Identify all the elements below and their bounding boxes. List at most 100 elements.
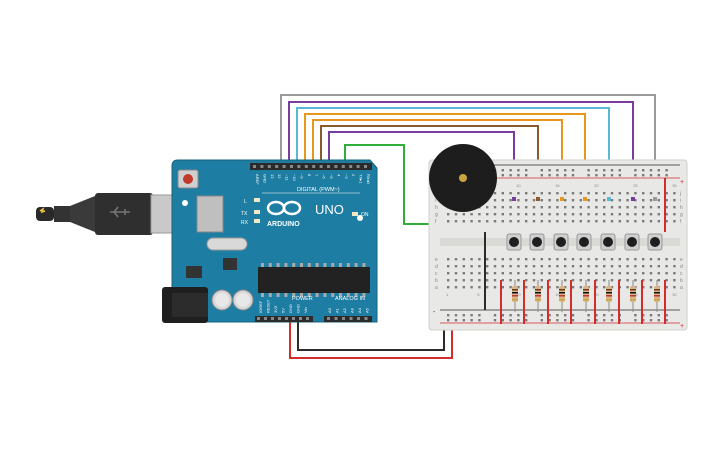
digital-pin-hole[interactable] bbox=[282, 165, 286, 168]
breadboard-hole bbox=[649, 265, 653, 268]
digital-pin-hole[interactable] bbox=[312, 165, 316, 168]
resistor-band bbox=[512, 292, 518, 294]
digital-pin-hole[interactable] bbox=[297, 165, 301, 168]
resistor-band bbox=[654, 292, 660, 294]
breadboard-hole bbox=[525, 220, 528, 223]
breadboard-hole bbox=[486, 272, 489, 275]
push-button[interactable] bbox=[529, 233, 545, 251]
digital-pin-label: TX▸1 bbox=[359, 174, 364, 184]
digital-pin-hole[interactable] bbox=[260, 165, 264, 168]
analog-pin-hole[interactable] bbox=[364, 317, 368, 320]
power-pin-hole[interactable] bbox=[299, 317, 302, 320]
rail-hole bbox=[540, 314, 543, 317]
resistor-band bbox=[512, 299, 518, 301]
breadboard-hole bbox=[626, 206, 629, 209]
digital-pin-hole[interactable] bbox=[356, 165, 360, 168]
wire-black-gnd[interactable] bbox=[297, 318, 445, 351]
breadboard-hole bbox=[642, 265, 645, 268]
push-button[interactable] bbox=[624, 233, 640, 251]
rail-hole bbox=[454, 314, 458, 317]
breadboard-hole bbox=[618, 265, 621, 268]
led-l bbox=[254, 198, 260, 202]
rail-hole bbox=[642, 169, 645, 172]
analog-pin-hole[interactable] bbox=[349, 317, 353, 320]
breadboard-hole bbox=[447, 220, 450, 223]
wire-purple-outer[interactable] bbox=[288, 101, 634, 200]
wire-red-power[interactable] bbox=[289, 318, 453, 359]
push-button[interactable] bbox=[647, 233, 663, 251]
breadboard-hole bbox=[665, 258, 668, 261]
resistor-band bbox=[630, 295, 636, 297]
resistor-band bbox=[535, 292, 541, 294]
resistor[interactable] bbox=[630, 286, 636, 302]
power-pin-hole[interactable] bbox=[271, 317, 274, 320]
digital-pin-hole[interactable] bbox=[275, 165, 279, 168]
wire-green[interactable] bbox=[344, 144, 445, 225]
breadboard-hole bbox=[642, 206, 645, 209]
digital-pin-hole[interactable] bbox=[364, 165, 367, 168]
breadboard-hole bbox=[642, 192, 645, 195]
piezo-buzzer[interactable] bbox=[429, 144, 497, 212]
wire-cyan[interactable] bbox=[296, 107, 610, 200]
power-pin-label: 3V3 bbox=[273, 305, 278, 313]
rail-hole bbox=[657, 314, 660, 317]
push-button[interactable] bbox=[576, 233, 592, 251]
breadboard-hole bbox=[579, 272, 582, 275]
wire-orange-1[interactable] bbox=[304, 113, 586, 200]
push-button[interactable] bbox=[600, 233, 616, 251]
analog-pin-hole[interactable] bbox=[342, 317, 345, 320]
breadboard-hole bbox=[447, 279, 450, 282]
breadboard-hole bbox=[649, 258, 653, 261]
power-header bbox=[255, 316, 313, 322]
digital-pin-hole[interactable] bbox=[341, 165, 345, 168]
breadboard-hole bbox=[587, 258, 590, 261]
rail-hole bbox=[509, 174, 512, 177]
power-pin-hole[interactable] bbox=[257, 317, 260, 320]
analog-pin-hole[interactable] bbox=[334, 317, 338, 320]
digital-pin-hole[interactable] bbox=[334, 165, 338, 168]
breadboard-hole bbox=[579, 220, 582, 223]
breadboard-hole bbox=[649, 272, 653, 275]
breadboard-hole bbox=[657, 272, 660, 275]
resistor[interactable] bbox=[654, 286, 660, 302]
resistor-band bbox=[583, 289, 589, 291]
analog-pin-hole[interactable] bbox=[327, 317, 330, 320]
breadboard-hole bbox=[462, 258, 465, 261]
digital-pin-hole[interactable] bbox=[253, 165, 256, 168]
breadboard-hole bbox=[579, 206, 582, 209]
power-pin-hole[interactable] bbox=[285, 317, 288, 320]
analog-pin-hole[interactable] bbox=[357, 317, 360, 320]
digital-pin-hole[interactable] bbox=[349, 165, 353, 168]
rail-hole bbox=[665, 174, 668, 177]
digital-pin-hole[interactable] bbox=[327, 165, 330, 168]
row-letter: h bbox=[680, 205, 683, 211]
breadboard-hole bbox=[548, 220, 551, 223]
breadboard-hole bbox=[478, 286, 481, 289]
power-pin-hole[interactable] bbox=[292, 317, 295, 320]
push-button[interactable] bbox=[553, 233, 569, 251]
power-pin-label: GND bbox=[296, 304, 301, 313]
digital-pin-hole[interactable] bbox=[304, 165, 308, 168]
chip-pin bbox=[261, 263, 264, 267]
resistor[interactable] bbox=[535, 286, 541, 302]
digital-pin-hole[interactable] bbox=[267, 165, 271, 168]
resistor[interactable] bbox=[606, 286, 612, 302]
power-pin-hole[interactable] bbox=[278, 317, 281, 320]
breadboard-hole bbox=[548, 272, 551, 275]
resistor[interactable] bbox=[583, 286, 589, 302]
wire-gray[interactable] bbox=[280, 94, 656, 200]
column-number: 30 bbox=[672, 183, 677, 188]
breadboard-hole bbox=[564, 199, 567, 202]
row-letter: g bbox=[680, 212, 683, 218]
breadboard-hole bbox=[579, 192, 582, 195]
resistor[interactable] bbox=[559, 286, 565, 302]
digital-pin-hole[interactable] bbox=[319, 165, 323, 168]
digital-pin-hole[interactable] bbox=[290, 165, 293, 168]
breadboard-hole bbox=[579, 286, 582, 289]
push-button[interactable] bbox=[506, 233, 522, 251]
power-pin-hole[interactable] bbox=[306, 317, 309, 320]
resistor[interactable] bbox=[512, 286, 518, 302]
power-pin-hole[interactable] bbox=[264, 317, 267, 320]
